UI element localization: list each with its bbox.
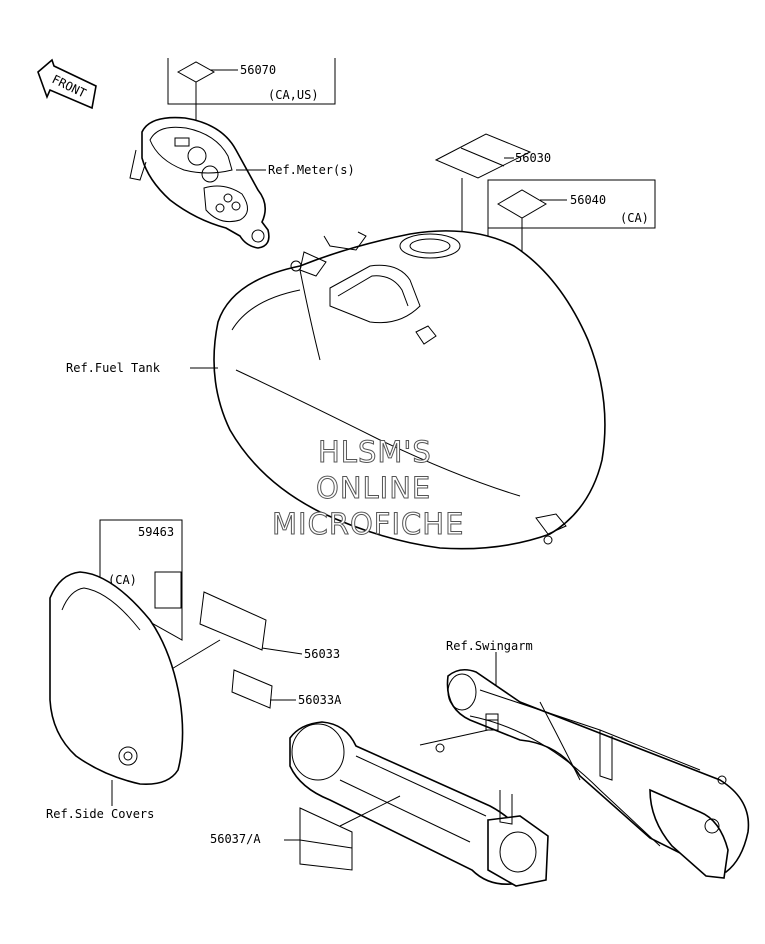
part-56030: 56030	[515, 151, 551, 165]
side-cover	[49, 571, 184, 786]
watermark: HLSM'S ONLINE MICROFICHE	[272, 435, 464, 542]
callout-56070: 56070 (CA,US)	[167, 58, 336, 150]
part-59463: 59463	[138, 525, 174, 539]
part-56033: 56033	[304, 647, 340, 661]
part-56040-note: (CA)	[620, 211, 649, 225]
meter-assembly	[129, 116, 270, 249]
callout-56033A: 56033A	[231, 669, 342, 709]
fuel-tank	[213, 230, 606, 550]
part-56037: 56037/A	[210, 832, 261, 846]
part-59463-note: (CA)	[108, 573, 137, 587]
part-56070-note: (CA,US)	[268, 88, 319, 102]
watermark-line-2: ONLINE	[316, 471, 431, 505]
watermark-line-1: HLSM'S	[318, 435, 432, 469]
swingarm	[289, 668, 750, 887]
callout-56037: 56037/A	[210, 795, 401, 871]
ref-swingarm-label: Ref.Swingarm	[446, 639, 533, 653]
callout-56033: 56033	[169, 591, 340, 671]
ref-fuel-tank-label: Ref.Fuel Tank	[66, 361, 161, 375]
part-56070: 56070	[240, 63, 276, 77]
part-56033A: 56033A	[298, 693, 342, 707]
part-56040: 56040	[570, 193, 606, 207]
callout-59463: 59463 (CA)	[99, 519, 183, 641]
front-arrow-icon: FRONT	[37, 58, 97, 110]
ref-meter-label: Ref.Meter(s)	[268, 163, 355, 177]
watermark-line-3: MICROFICHE	[272, 507, 464, 541]
ref-side-covers-label: Ref.Side Covers	[46, 807, 154, 821]
